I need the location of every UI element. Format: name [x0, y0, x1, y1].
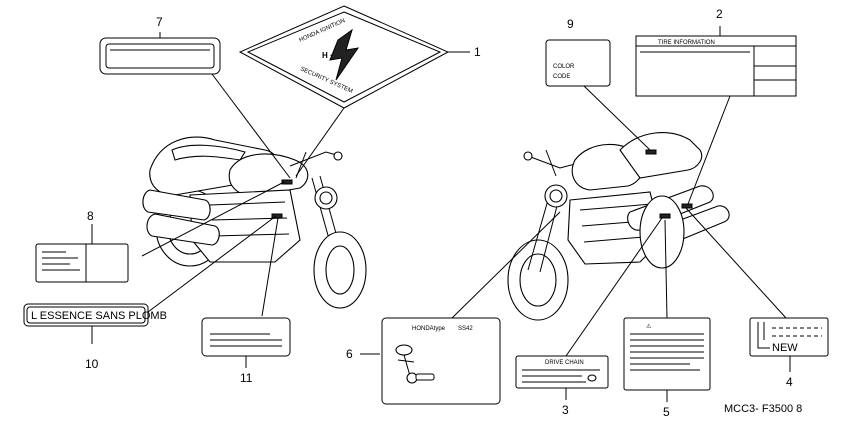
- callout-4: 4: [786, 375, 793, 389]
- callout-3: 3: [562, 403, 569, 417]
- callout-11: 11: [240, 371, 253, 385]
- callout-10: 10: [85, 357, 99, 371]
- code-text: CODE: [553, 74, 570, 80]
- callout-1: 1: [474, 45, 481, 59]
- label-marker: [645, 149, 657, 155]
- honda-type-text: HONDAtype: [412, 326, 446, 332]
- warning-icon: ⚠: [646, 323, 652, 330]
- label-8-info-sticker: [35, 243, 129, 283]
- s-code-text: SS42: [458, 326, 473, 332]
- callout-6: 6: [346, 347, 353, 361]
- new-text: NEW: [772, 342, 798, 354]
- label-marker: [659, 213, 671, 219]
- label-marker: [271, 213, 283, 219]
- tire-info-text: TIRE INFORMATION: [658, 40, 715, 46]
- label-4-new: NEW: [749, 317, 829, 357]
- leader-lines: [91, 26, 791, 402]
- drive-chain-text: DRIVE CHAIN: [545, 360, 584, 366]
- label-1-hiss-emblem: HONDA IGNITION H · I · S SECURITY SYSTEM: [238, 5, 450, 109]
- callout-numbers: 7 1 9 2 8 10 11 6 3 5 4: [85, 7, 793, 419]
- callout-8: 8: [87, 209, 94, 223]
- label-3-drive-chain: DRIVE CHAIN: [515, 355, 609, 389]
- label-marker: [281, 179, 293, 185]
- callout-7: 7: [156, 15, 163, 29]
- key-bolt-icon: [329, 28, 360, 81]
- essence-text: L ESSENCE SANS PLOMB: [31, 310, 167, 322]
- color-text: COLOR: [553, 64, 575, 70]
- label-10-unleaded-fuel: L ESSENCE SANS PLOMB: [23, 303, 167, 327]
- callout-2: 2: [716, 7, 723, 21]
- label-2-tire-information: TIRE INFORMATION: [635, 35, 797, 97]
- label-marker: [681, 203, 693, 209]
- label-11-sticker: [201, 317, 291, 357]
- label-6-key-type: HONDAtype SS42: [381, 317, 501, 405]
- callout-5: 5: [663, 405, 670, 419]
- label-7-blank-sticker: [99, 37, 221, 75]
- label-9-color-code: COLOR CODE: [545, 39, 611, 87]
- diagram-code: MCC3- F3500 8: [724, 403, 802, 415]
- motorcycle-right-view: [507, 132, 730, 321]
- motorcycle-left-view: [142, 136, 367, 309]
- label-5-warning: ⚠: [623, 317, 711, 391]
- callout-9: 9: [567, 17, 574, 31]
